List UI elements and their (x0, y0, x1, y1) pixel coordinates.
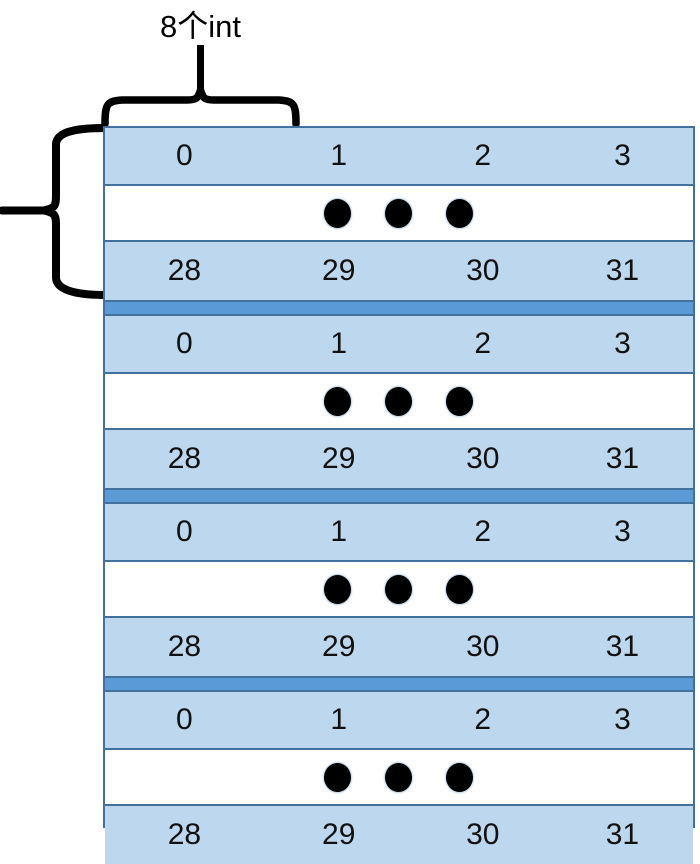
table-cell: 1 (330, 139, 348, 172)
table-cell: 3 (614, 515, 631, 548)
ellipsis-dot-icon (446, 198, 473, 228)
memory-block: 0 1 2 3 28 29 30 31 (105, 504, 693, 676)
ellipsis-dot-icon (324, 386, 351, 416)
table-row: 0 1 2 3 (105, 504, 693, 562)
table-row: 28 29 30 31 (105, 618, 693, 676)
table-row: 0 1 2 3 (105, 692, 693, 750)
ellipsis-dot-icon (446, 386, 473, 416)
table-cell: 29 (322, 818, 356, 851)
ellipsis-dot-icon (324, 198, 351, 228)
top-brace-label: 8个int (160, 9, 241, 44)
table-cell: 29 (322, 442, 356, 475)
table-row: 28 29 30 31 (105, 806, 693, 864)
table-cell: 2 (474, 703, 492, 736)
ellipsis-dot-icon (446, 762, 473, 792)
table-row-ellipsis (105, 750, 693, 806)
ellipsis-dot-icon (385, 386, 412, 416)
ellipsis-dot-icon (385, 574, 412, 604)
table-cell: 31 (605, 442, 640, 475)
table-cell: 28 (167, 818, 202, 851)
table-cell: 0 (176, 703, 193, 736)
table-row: 0 1 2 3 (105, 316, 693, 374)
table-cell: 31 (605, 630, 640, 663)
table-cell: 28 (167, 630, 202, 663)
table-row-ellipsis (105, 186, 693, 242)
table-cell: 31 (605, 818, 640, 851)
table-row: 28 29 30 31 (105, 430, 693, 488)
memory-layout-table: 0 1 2 3 28 29 30 31 0 1 2 3 (103, 126, 695, 864)
ellipsis-dots-icon (105, 186, 693, 240)
memory-block: 0 1 2 3 28 29 30 31 (105, 316, 693, 488)
table-cell: 30 (466, 630, 500, 663)
memory-block: 0 1 2 3 28 29 30 31 (105, 128, 693, 300)
table-cell: 2 (474, 139, 492, 172)
table-cell: 2 (474, 515, 492, 548)
table-row-ellipsis (105, 374, 693, 430)
ellipsis-dots-icon (105, 562, 693, 616)
table-cell: 3 (614, 139, 631, 172)
block-separator (105, 488, 693, 504)
ellipsis-dots-icon (105, 374, 693, 428)
table-cell: 30 (466, 818, 500, 851)
table-cell: 30 (466, 254, 500, 287)
table-cell: 1 (330, 327, 348, 360)
ellipsis-dot-icon (385, 198, 412, 228)
table-cell: 30 (466, 442, 500, 475)
table-cell: 3 (614, 327, 631, 360)
table-cell: 3 (614, 703, 631, 736)
block-separator (105, 676, 693, 692)
table-row-ellipsis (105, 562, 693, 618)
table-cell: 28 (167, 254, 202, 287)
ellipsis-dot-icon (324, 574, 351, 604)
table-cell: 0 (176, 515, 193, 548)
table-cell: 0 (176, 139, 193, 172)
table-cell: 31 (605, 254, 640, 287)
memory-block: 0 1 2 3 28 29 30 31 (105, 692, 693, 864)
ellipsis-dots-icon (105, 750, 693, 804)
table-cell: 1 (330, 703, 348, 736)
table-cell: 29 (322, 254, 356, 287)
table-cell: 1 (330, 515, 348, 548)
table-cell: 2 (474, 327, 492, 360)
left-brace-icon (0, 124, 108, 299)
table-cell: 29 (322, 630, 356, 663)
table-cell: 28 (167, 442, 202, 475)
ellipsis-dot-icon (324, 762, 351, 792)
ellipsis-dot-icon (446, 574, 473, 604)
top-brace-icon (101, 45, 300, 126)
table-row: 28 29 30 31 (105, 242, 693, 300)
block-separator (105, 300, 693, 316)
table-row: 0 1 2 3 (105, 128, 693, 186)
ellipsis-dot-icon (385, 762, 412, 792)
table-cell: 0 (176, 327, 193, 360)
